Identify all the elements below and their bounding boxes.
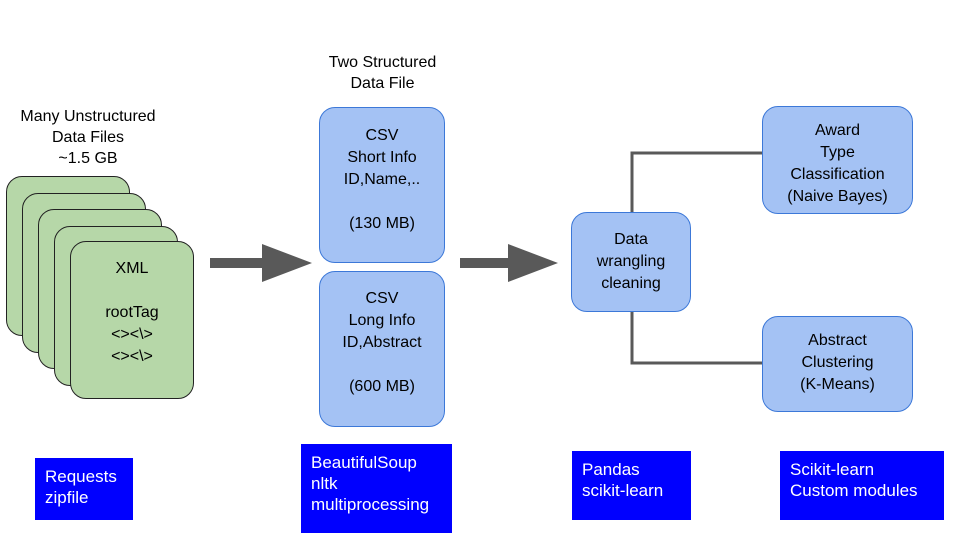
wrangling-card: Data wrangling cleaning	[571, 212, 691, 312]
xml-card-line: rootTag	[105, 304, 159, 321]
arrow-2	[460, 244, 558, 282]
csv-long-card: CSV Long Info ID,Abstract (600 MB)	[319, 271, 445, 427]
tools-stage-3: Pandas scikit-learn	[572, 451, 691, 520]
xml-card-line: <><\>	[111, 348, 153, 365]
csv-short-card: CSV Short Info ID,Name,.. (130 MB)	[319, 107, 445, 263]
branch-line-bottom	[630, 312, 762, 365]
xml-file-card: XML rootTag <><\> <><\>	[70, 241, 194, 399]
award-classification-card: Award Type Classification (Naive Bayes)	[762, 106, 913, 214]
arrow-1	[210, 244, 312, 282]
structured-title: Two Structured Data File	[328, 54, 437, 92]
tools-stage-4: Scikit-learn Custom modules	[780, 451, 944, 520]
xml-card-line	[71, 280, 193, 302]
xml-card-line: XML	[115, 260, 149, 277]
tools-stage-1: Requests zipfile	[35, 458, 133, 520]
unstructured-title: Many Unstructured Data Files ~1.5 GB	[20, 108, 156, 167]
abstract-clustering-card: Abstract Clustering (K-Means)	[762, 316, 913, 412]
xml-card-line: <><\>	[111, 326, 153, 343]
branch-line-top	[630, 151, 762, 212]
tools-stage-2: BeautifulSoup nltk multiprocessing	[301, 444, 452, 533]
